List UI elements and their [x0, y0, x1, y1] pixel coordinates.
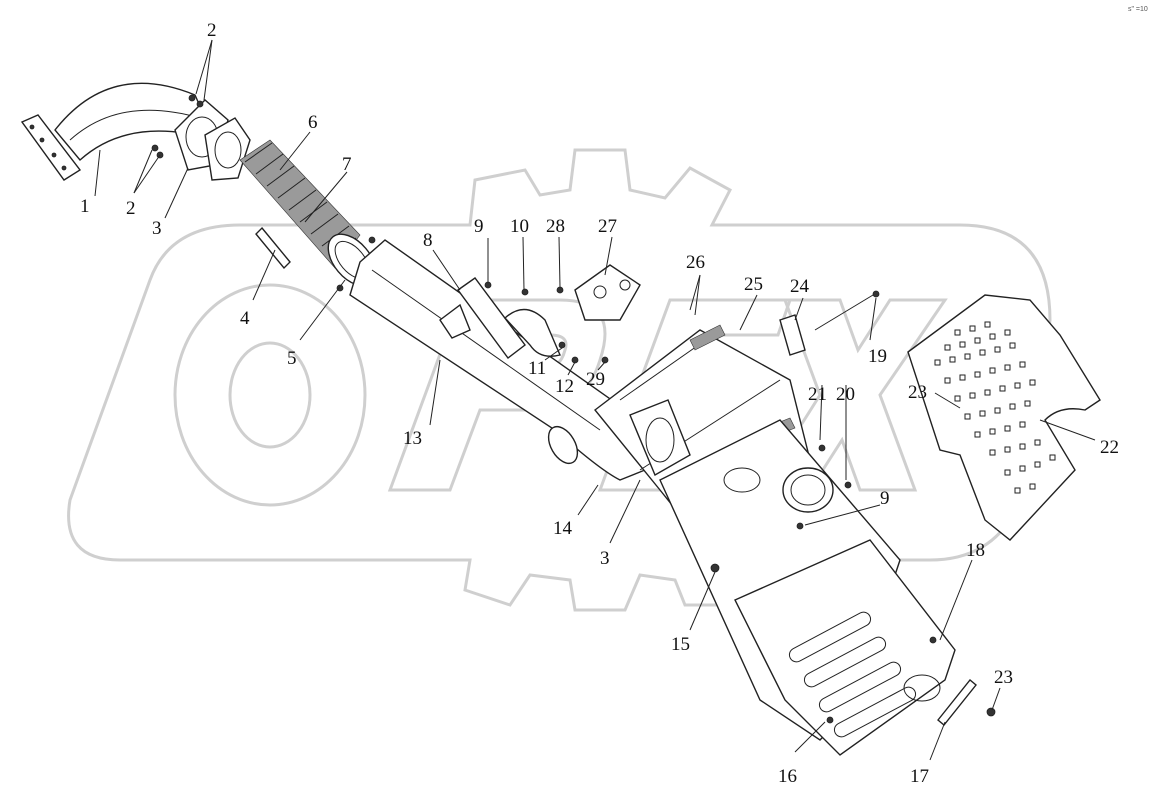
callout-18: 18 — [966, 540, 985, 561]
callout-13: 13 — [403, 428, 422, 449]
callout-11: 11 — [528, 358, 546, 379]
small-bracket-24 — [779, 314, 806, 356]
callout-23: 23 — [994, 667, 1013, 688]
callout-8: 8 — [423, 230, 433, 251]
watermark-letter-x — [757, 298, 948, 492]
callout-12: 12 — [555, 376, 574, 397]
callout-14: 14 — [553, 518, 573, 539]
callout-23: 23 — [908, 382, 927, 403]
heat-shield-slots — [788, 611, 917, 738]
strap-clamp-10 — [484, 281, 609, 364]
callout-7: 7 — [342, 154, 352, 175]
mount-bracket-27 — [574, 264, 641, 321]
perforation-holes — [934, 321, 1056, 494]
bolt-4 — [255, 226, 291, 270]
pipe-13-flange — [547, 425, 579, 465]
callout-labels: 2 2 1 3 6 7 4 5 8 9 10 28 27 26 25 24 19… — [80, 20, 1119, 787]
callout-26: 26 — [686, 252, 705, 273]
callout-9: 9 — [880, 488, 890, 509]
callout-4: 4 — [240, 308, 250, 329]
inlet-pipe-1 — [20, 82, 217, 181]
callout-9: 9 — [474, 216, 484, 237]
exhaust-pipe-13 — [349, 239, 653, 481]
callout-2: 2 — [207, 20, 217, 41]
bolt-19 — [796, 290, 880, 530]
callout-1: 1 — [80, 196, 90, 217]
callout-3: 3 — [152, 218, 162, 239]
watermark-letter-o — [173, 283, 367, 507]
callout-16: 16 — [778, 766, 797, 787]
stud-17 — [937, 679, 996, 726]
muffler-rail — [689, 324, 726, 351]
leader-lines — [94, 39, 1096, 761]
callout-22: 22 — [1100, 437, 1119, 458]
callout-17: 17 — [910, 766, 929, 787]
bracket-8 — [439, 277, 526, 359]
perforated-shield-22 — [907, 294, 1101, 541]
flexible-bellows-6 — [239, 139, 361, 269]
callout-20: 20 — [836, 384, 855, 405]
callout-10: 10 — [510, 216, 529, 237]
callout-6: 6 — [308, 112, 318, 133]
muffler-outlet — [782, 467, 834, 513]
callout-21: 21 — [808, 384, 827, 405]
corner-mark: s" =10 — [1128, 6, 1148, 13]
callout-25: 25 — [744, 274, 763, 295]
callout-29: 29 — [586, 369, 605, 390]
inlet-flange — [20, 114, 82, 181]
callout-27: 27 — [598, 216, 617, 237]
callout-28: 28 — [546, 216, 565, 237]
heat-shield-18 — [710, 539, 956, 756]
callout-19: 19 — [868, 346, 887, 367]
callout-5: 5 — [287, 348, 297, 369]
callout-15: 15 — [671, 634, 690, 655]
flange-gasket-3 — [151, 94, 251, 181]
watermark-letter-o-inner — [228, 341, 312, 449]
callout-3: 3 — [600, 548, 610, 569]
callout-2: 2 — [126, 198, 136, 219]
inlet-flange-holes — [29, 124, 67, 171]
callout-24: 24 — [790, 276, 810, 297]
